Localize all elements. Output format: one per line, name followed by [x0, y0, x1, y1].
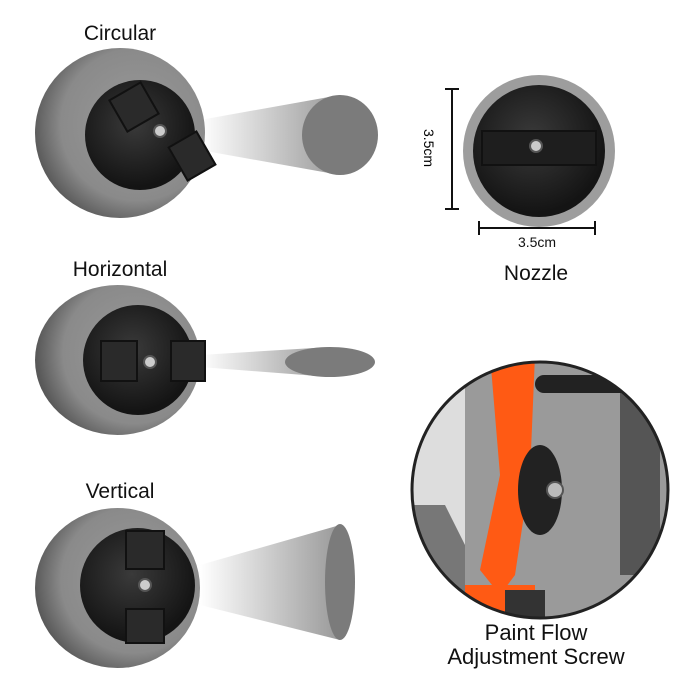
vertical-label: Vertical — [85, 480, 155, 503]
adjustment-title-line1: Paint Flow — [484, 620, 588, 645]
circular-nozzle — [35, 48, 217, 218]
height-dimension-line — [451, 88, 453, 210]
horizontal-nozzle — [35, 285, 206, 435]
horizontal-spray — [200, 347, 375, 377]
vertical-nozzle — [35, 508, 200, 668]
nozzle-title: Nozzle — [503, 262, 569, 285]
circular-label: Circular — [83, 22, 157, 45]
width-dimension-line — [478, 227, 596, 229]
nozzle-front-view — [463, 75, 615, 227]
vertical-spray — [200, 524, 355, 640]
width-label: 3.5cm — [517, 234, 557, 250]
circular-spray — [200, 95, 378, 175]
adjustment-title-line2: Adjustment Screw — [447, 644, 625, 669]
adjustment-screw-closeup — [410, 360, 670, 620]
height-label: 3.5cm — [421, 128, 438, 168]
horizontal-label: Horizontal — [72, 258, 168, 281]
